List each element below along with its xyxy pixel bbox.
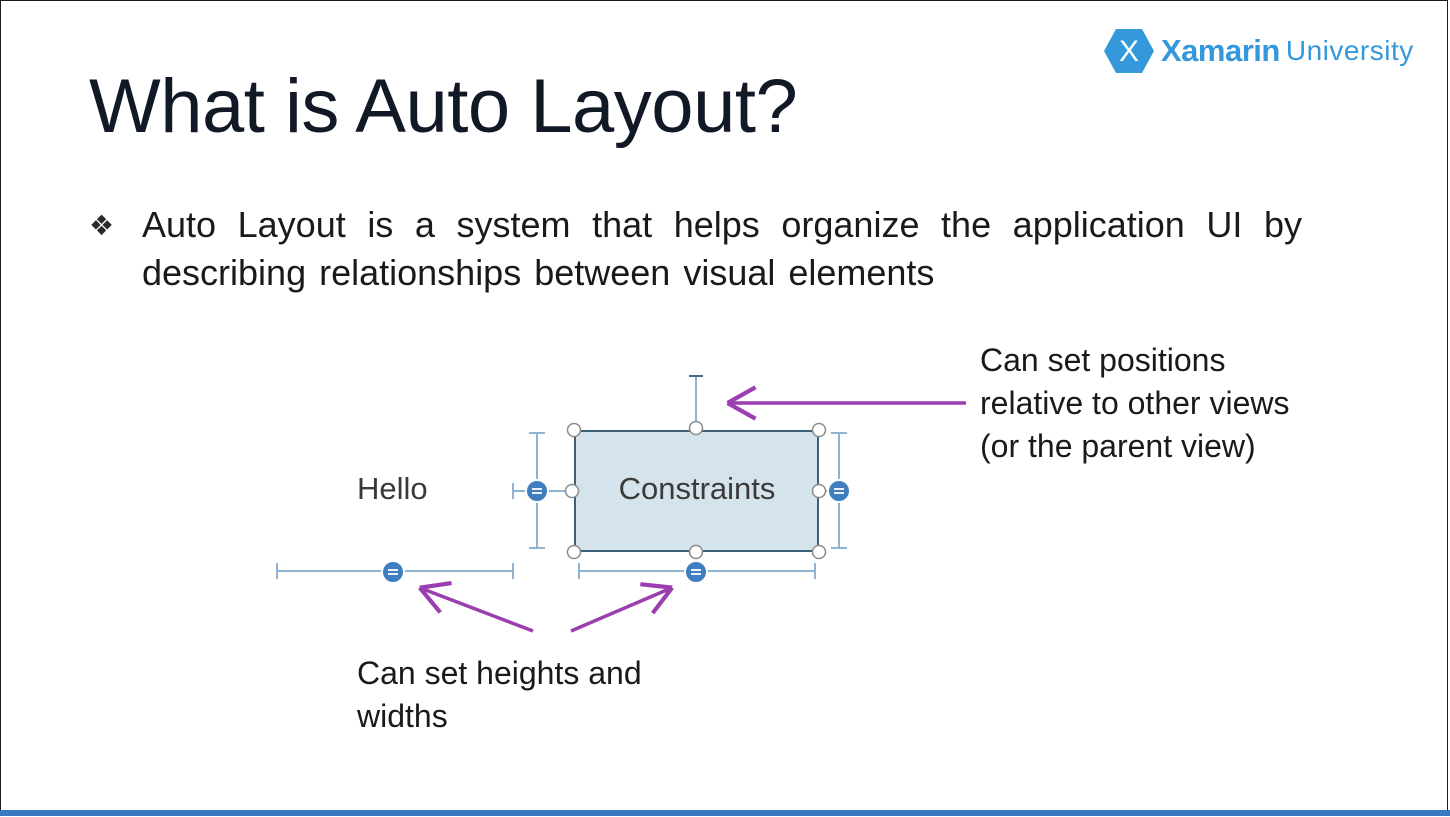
constraints-view-box — [574, 430, 819, 552]
constraints-label: Constraints — [618, 471, 776, 506]
equal-badge-trailing-icon — [827, 479, 851, 503]
xamarin-hexagon-icon: X — [1104, 29, 1154, 73]
logo-suffix-text: University — [1285, 35, 1414, 66]
resize-handle — [566, 544, 582, 560]
resize-handle — [688, 544, 704, 560]
equal-badge-hello-width-icon — [381, 560, 405, 584]
xamarin-university-logo: X Xamarin University — [1103, 27, 1414, 75]
box-size-callout-arrow — [570, 589, 669, 633]
slide-title: What is Auto Layout? — [89, 64, 798, 149]
equal-badge-box-width-icon — [684, 560, 708, 584]
resize-handle — [566, 422, 582, 438]
resize-handle — [811, 483, 827, 499]
sizes-callout-text: Can set heights and widths — [357, 655, 642, 734]
resize-handle — [811, 422, 827, 438]
bullet-text: Auto Layout is a system that helps organ… — [142, 204, 1302, 293]
hello-label: Hello — [357, 471, 428, 506]
footer-accent-bar — [0, 810, 1450, 816]
resize-handle — [688, 420, 704, 436]
resize-handles — [564, 420, 827, 560]
bullet-diamond-icon: ❖ — [89, 210, 115, 241]
hello-size-callout-arrow — [423, 589, 534, 633]
logo-mark-letter: X — [1119, 35, 1139, 68]
equal-badge-leading-icon — [525, 479, 549, 503]
positions-callout-text: Can set positions relative to other view… — [980, 342, 1290, 464]
resize-handle — [564, 483, 580, 499]
logo-brand-text: Xamarin — [1161, 33, 1280, 68]
top-spacing-guide — [689, 375, 703, 429]
resize-handle — [811, 544, 827, 560]
